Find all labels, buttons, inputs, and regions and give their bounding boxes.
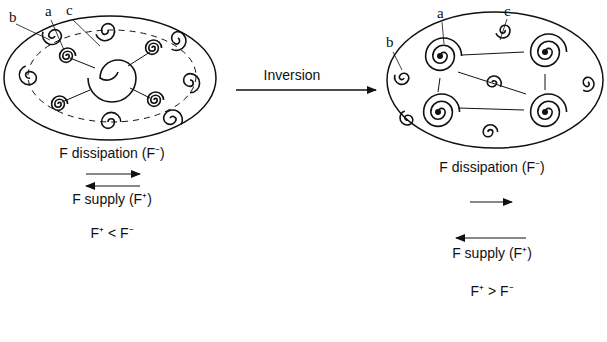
transition-label: Inversion xyxy=(264,68,321,83)
part-letter: b xyxy=(386,34,394,51)
flux-label: F supply (F⁺) xyxy=(452,246,532,261)
part-letter: b xyxy=(9,9,17,26)
vortices xyxy=(393,24,597,137)
part-letter: c xyxy=(66,2,73,19)
inversion-arrow xyxy=(236,89,376,90)
part-letter: a xyxy=(437,5,444,22)
flux-label: F dissipation (F⁻) xyxy=(59,146,164,161)
leader-lines xyxy=(16,19,100,50)
part-letter: a xyxy=(45,3,52,20)
flux-arrows xyxy=(86,174,526,238)
system-outline xyxy=(4,16,216,140)
system-outline xyxy=(387,12,603,148)
flux-label: F supply (F⁺) xyxy=(72,192,152,207)
links xyxy=(62,52,150,102)
balance-label: F⁺ < F⁻ xyxy=(90,226,133,241)
flux-label: F dissipation (F⁻) xyxy=(439,160,544,175)
part-letter: c xyxy=(504,3,511,20)
vortices xyxy=(17,22,200,130)
leader-lines xyxy=(393,19,507,70)
balance-label: F⁺ > F⁻ xyxy=(470,284,513,299)
